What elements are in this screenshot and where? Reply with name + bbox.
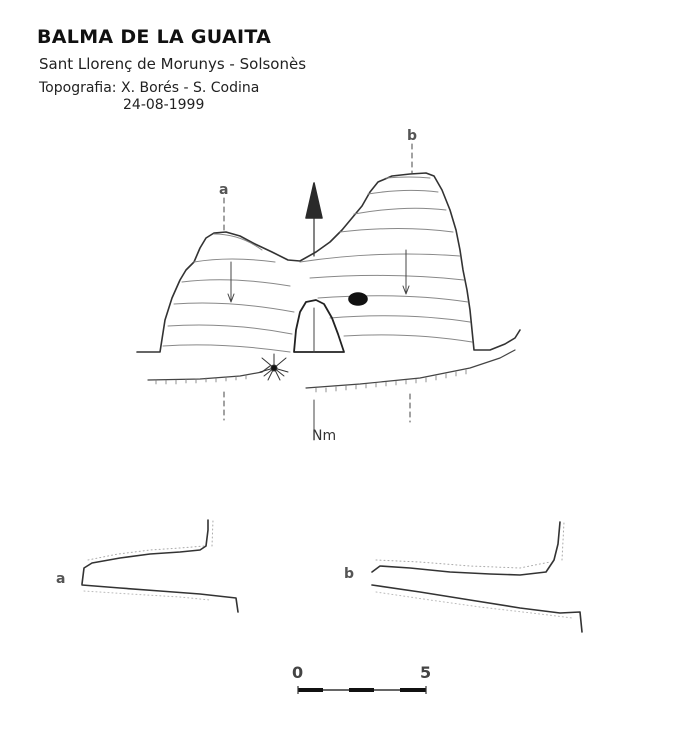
vegetation-symbol [259, 353, 289, 381]
scale-end-label: 5 [420, 663, 431, 682]
section-b-plan-label: b [407, 128, 417, 144]
section-a-ceiling [81, 519, 209, 585]
scale-start-label: 0 [292, 663, 303, 682]
section-a-rock-texture [87, 519, 214, 561]
contour-line [162, 344, 291, 353]
central-pillar [293, 299, 345, 353]
cave-title: BALMA DE LA GUAITA [37, 26, 272, 48]
slope-arrow-left [227, 261, 235, 303]
contour-line [329, 315, 471, 323]
north-label: Nm [312, 428, 336, 444]
plan-view [136, 143, 521, 441]
floor-edge-left [147, 365, 271, 381]
contour-line [309, 274, 465, 281]
floor-hatch-left [155, 374, 247, 385]
contour-line [339, 228, 454, 233]
contour-line [173, 302, 295, 313]
contour-line [343, 334, 473, 343]
contour-line [193, 258, 276, 263]
contour-line [385, 176, 431, 179]
section-b-label: b [344, 566, 354, 582]
survey-credits: Topografia: X. Borés - S. Codina [39, 80, 260, 96]
floor-hatch-right [315, 369, 467, 393]
contour-line [167, 324, 293, 335]
section-a-plan-label: a [219, 182, 228, 198]
section-a-label: a [56, 571, 65, 587]
location-text: Sant Llorenç de Morunys - Solsonès [39, 55, 307, 73]
section-a-floor [81, 584, 239, 613]
contour-line [353, 207, 447, 215]
survey-date: 24-08-1999 [123, 97, 205, 113]
boulder-mark [348, 292, 368, 306]
section-b-floor-texture [375, 591, 573, 619]
slope-arrow-right [402, 249, 410, 295]
section-a-floor-texture [83, 590, 211, 601]
floor-edge-right [305, 349, 516, 389]
contour-line [317, 295, 469, 303]
contour-line [367, 189, 439, 195]
scale-bar [297, 686, 427, 694]
contour-line [213, 233, 263, 251]
contour-line [181, 279, 291, 287]
section-b-floor [371, 584, 583, 633]
plan-outline [136, 172, 521, 353]
north-arrow [305, 182, 323, 257]
section-b-ceiling [371, 521, 561, 576]
cross-section-b [371, 521, 583, 633]
section-b-rock-texture [375, 521, 565, 569]
contour-line [299, 253, 461, 263]
cross-section-a [81, 519, 239, 613]
